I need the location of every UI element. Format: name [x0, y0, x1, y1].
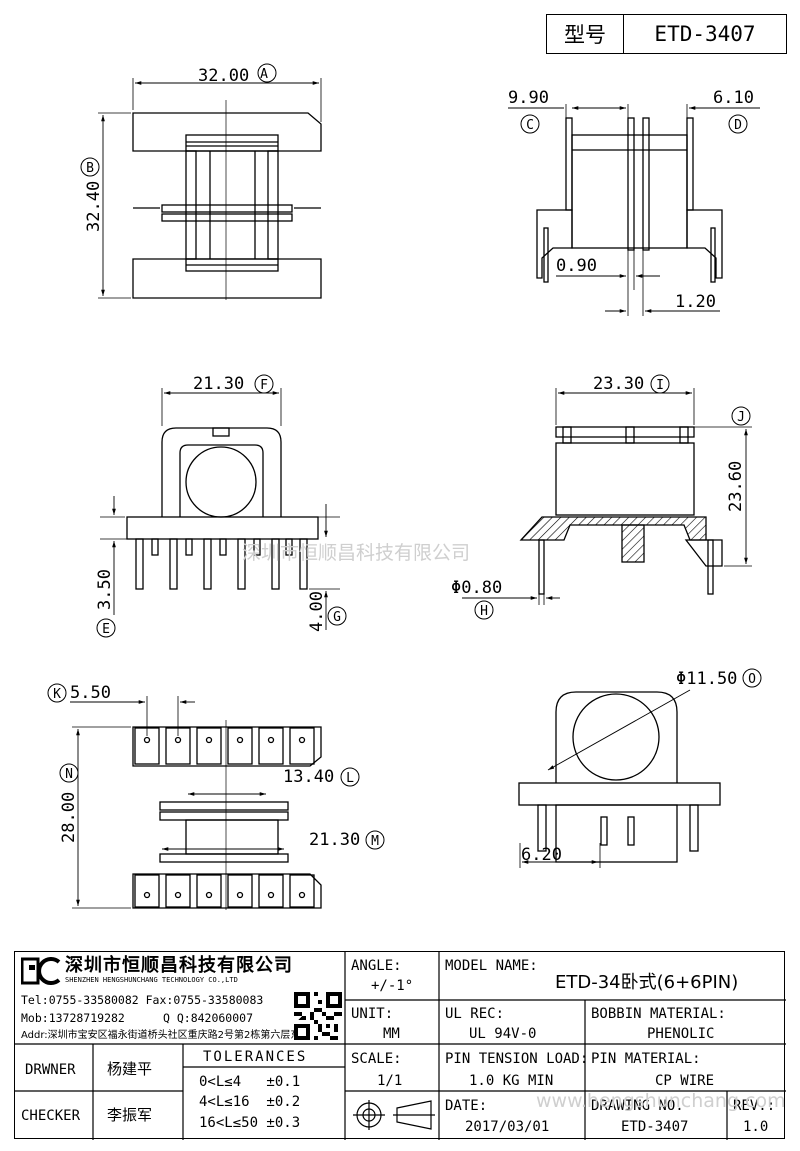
dim-d: 6.10 — [713, 88, 754, 108]
section-view — [462, 388, 752, 605]
dim-o-diameter: Φ11.50 — [676, 669, 737, 689]
checker-name: 李振军 — [107, 1106, 153, 1124]
scale-value: 1/1 — [377, 1073, 403, 1089]
letter-g: G — [333, 610, 341, 625]
title-block: 深圳市恒顺昌科技有限公司 SHENZHEN HENGSHUNCHANG TECH… — [14, 951, 786, 1140]
title-grid — [15, 952, 786, 1140]
watermark-company: 深圳市恒顺昌科技有限公司 — [242, 542, 471, 564]
tolerances-title: TOLERANCES — [203, 1049, 308, 1065]
dim-l: 13.40 — [283, 767, 334, 787]
letter-k: K — [53, 687, 61, 702]
model-name-label: MODEL NAME: — [445, 958, 538, 974]
model-name-value: ETD-34卧式(6+6PIN) — [555, 972, 739, 993]
qr-code-icon — [294, 992, 342, 1040]
drawner-name: 杨建平 — [107, 1060, 153, 1078]
revision-label: REV.: — [733, 1098, 776, 1114]
technical-drawing: 32.00 A 32.40 B 9.90 C 6.10 D 0.90 1.20 … — [47, 63, 762, 910]
letter-f: F — [260, 378, 268, 393]
tolerance-row-3: 16<L≤50 ±0.3 — [199, 1115, 301, 1131]
mobile: Mob:13728719282 — [21, 1011, 125, 1025]
checker-label: CHECKER — [21, 1108, 81, 1124]
pin-material-label: PIN MATERIAL: — [591, 1051, 701, 1067]
dim-f: 21.30 — [193, 374, 244, 394]
company-logo-icon — [21, 957, 61, 985]
dimension-labels: 32.00 A 32.40 B 9.90 C 6.10 D 0.90 1.20 … — [53, 66, 756, 865]
pin-tension-value: 1.0 KG MIN — [469, 1073, 554, 1089]
angle-label: ANGLE: — [351, 958, 402, 974]
dim-k: 5.50 — [70, 683, 111, 703]
dim-n: 28.00 — [59, 792, 79, 843]
letter-o: O — [748, 672, 756, 687]
address: Addr:深圳市宝安区福永街道桥头社区重庆路2号第2栋第六层东 — [21, 1030, 301, 1041]
letter-b: B — [86, 161, 94, 176]
unit-label: UNIT: — [351, 1006, 394, 1022]
letter-j: J — [737, 410, 745, 425]
type-label: 型号 — [547, 15, 624, 53]
company-name-en: SHENZHEN HENGSHUNCHANG TECHNOLOGY CO.,LT… — [65, 976, 238, 984]
dim-i: 23.30 — [593, 374, 644, 394]
letter-n: N — [65, 767, 73, 782]
bobbin-material-value: PHENOLIC — [647, 1026, 715, 1042]
revision-value: 1.0 — [743, 1119, 769, 1135]
date-label: DATE: — [445, 1098, 488, 1114]
front-pins — [135, 538, 308, 590]
watermark-url: www.hengshunchang.com — [536, 1090, 786, 1112]
front-view — [100, 388, 340, 630]
dim-pin-width: 0.90 — [556, 256, 597, 276]
dim-j-height: 23.60 — [726, 461, 746, 512]
qq-number: Q Q:842060007 — [163, 1011, 254, 1025]
scale-label: SCALE: — [351, 1051, 402, 1067]
letter-m: M — [371, 834, 379, 849]
tel-fax: Tel:0755-33580082 Fax:0755-33580083 — [21, 993, 264, 1007]
pin-material-value: CP WIRE — [655, 1073, 715, 1089]
letter-l: L — [346, 771, 354, 786]
dim-gap: 1.20 — [675, 292, 716, 312]
top-view — [98, 78, 322, 300]
hole-view — [518, 689, 721, 868]
unit-value: MM — [383, 1026, 400, 1042]
dim-e: 3.50 — [95, 569, 115, 610]
dim-c: 9.90 — [508, 88, 549, 108]
letter-i: I — [656, 378, 664, 393]
dim-base: 6.20 — [521, 845, 562, 865]
drawner-label: DRWNER — [25, 1062, 76, 1078]
tolerance-row-2: 4<L≤16 ±0.2 — [199, 1094, 301, 1110]
letter-e: E — [102, 622, 110, 637]
drawing-no-label: DRAWING NO. — [591, 1098, 684, 1114]
dimension-markers — [47, 63, 762, 850]
projection-symbol-icon — [353, 1100, 435, 1130]
letter-h: H — [480, 604, 488, 619]
ul-label: UL REC: — [445, 1006, 505, 1022]
dim-h-diameter: Φ0.80 — [451, 578, 502, 598]
drawing-no-value: ETD-3407 — [621, 1119, 689, 1135]
bobbin-material-label: BOBBIN MATERIAL: — [591, 1006, 726, 1022]
ul-value: UL 94V-0 — [469, 1026, 537, 1042]
dim-a: 32.00 — [198, 66, 249, 86]
letter-c: C — [526, 118, 534, 133]
letter-a: A — [260, 67, 268, 82]
dim-m: 21.30 — [309, 830, 360, 850]
side-view — [508, 104, 760, 316]
model-header: 型号 ETD-3407 — [546, 14, 787, 54]
dim-g: 4.00 — [307, 591, 327, 632]
model-number: ETD-3407 — [654, 22, 756, 46]
letter-d: D — [734, 118, 742, 133]
tolerance-row-1: 0<L≤4 ±0.1 — [199, 1074, 301, 1090]
bottom-pin-slots — [134, 727, 315, 908]
company-name-cn: 深圳市恒顺昌科技有限公司 — [65, 955, 293, 976]
date-value: 2017/03/01 — [465, 1119, 550, 1135]
pin-tension-label: PIN TENSION LOAD: — [445, 1051, 589, 1067]
dim-b: 32.40 — [84, 181, 104, 232]
bottom-view — [70, 696, 322, 910]
angle-value: +/-1° — [371, 978, 414, 994]
